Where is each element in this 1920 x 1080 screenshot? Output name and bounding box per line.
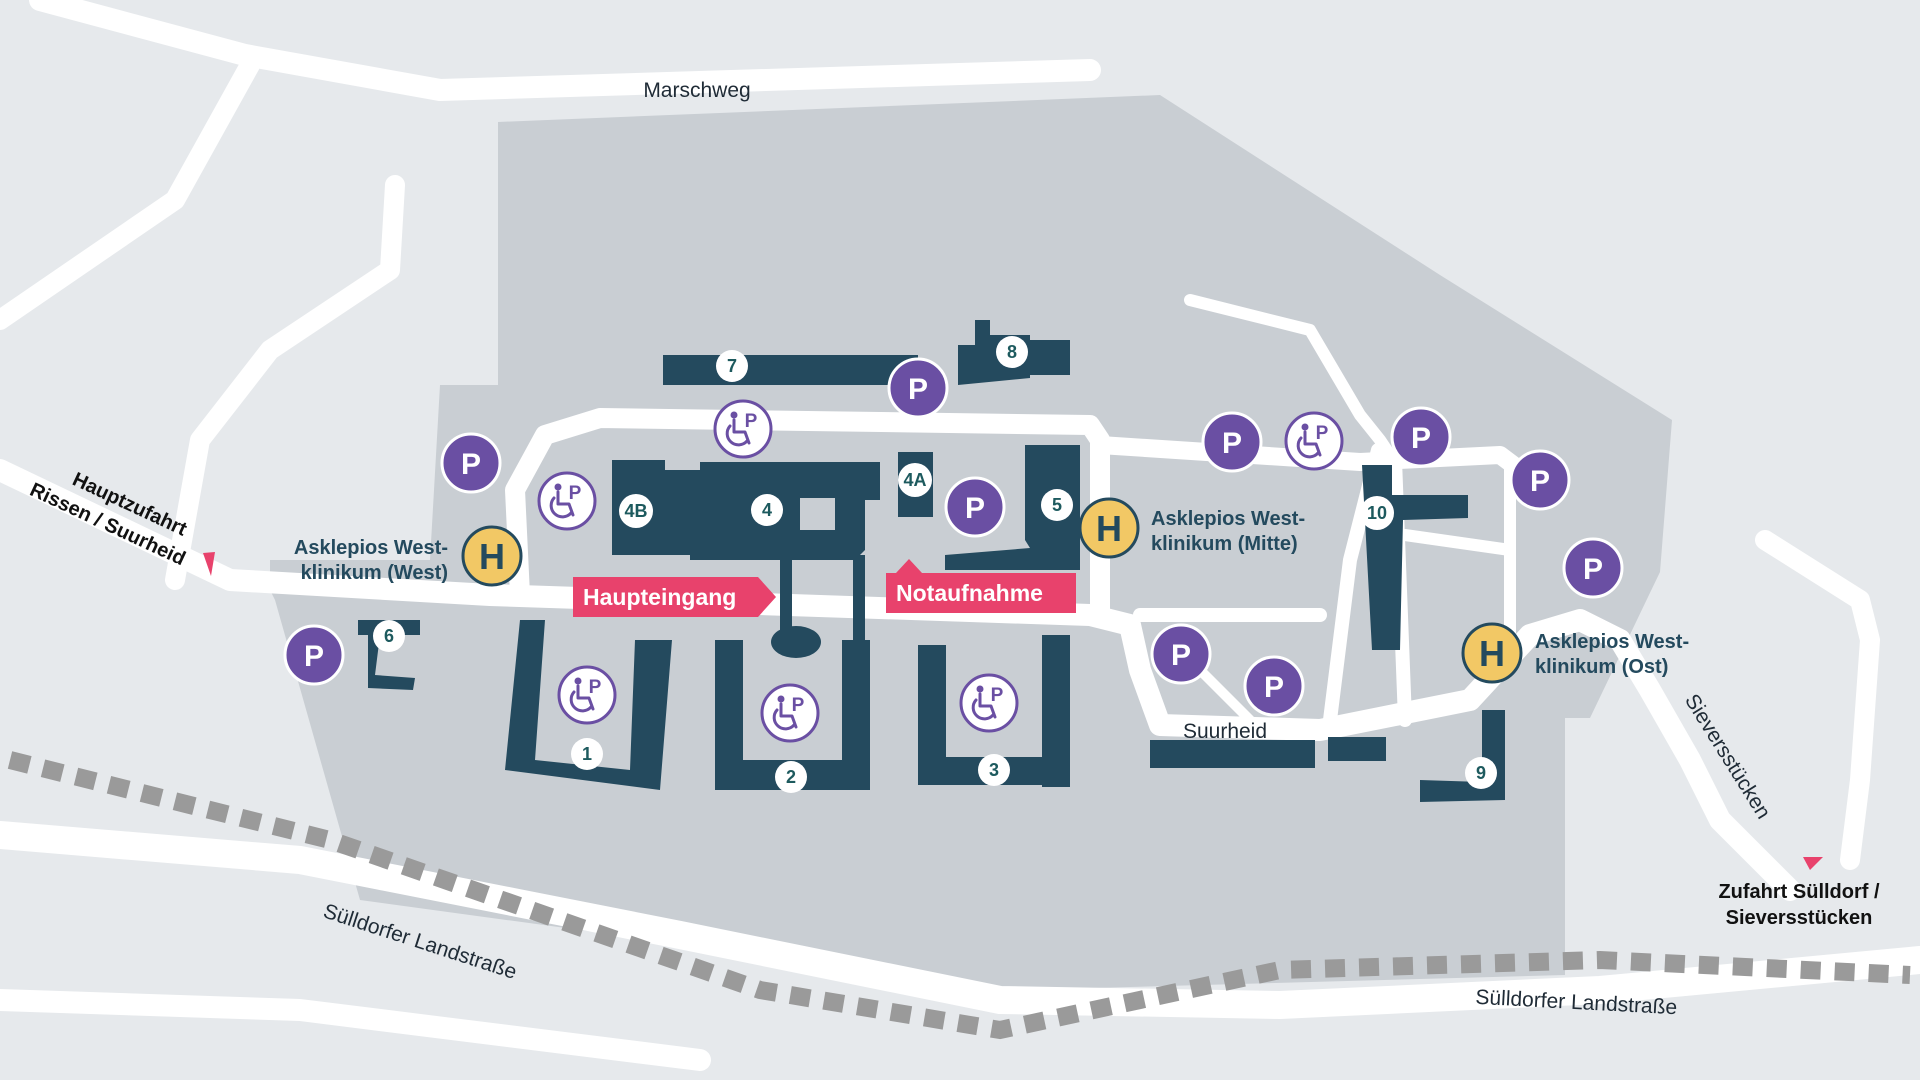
svg-text:H: H <box>1479 633 1505 674</box>
hospital-markers: H H H <box>461 497 1523 684</box>
parking-icon: P <box>440 432 502 494</box>
svg-text:4: 4 <box>762 500 772 520</box>
parking-icon: P <box>1390 406 1452 468</box>
hospital-marker-icon: H <box>1078 497 1140 559</box>
svg-text:5: 5 <box>1052 495 1062 515</box>
hospital-mitte-label-line1: Asklepios West- <box>1151 508 1305 530</box>
building-4a-marker: 4A <box>898 463 932 497</box>
svg-text:3: 3 <box>989 760 999 780</box>
svg-text:P: P <box>1222 427 1242 460</box>
svg-text:P: P <box>1530 465 1550 498</box>
svg-text:6: 6 <box>384 626 394 646</box>
building-2-marker: 2 <box>775 761 807 793</box>
hospital-west-label-line2: klinikum (West) <box>301 562 448 584</box>
svg-text:10: 10 <box>1367 503 1387 523</box>
building-1-marker: 1 <box>571 738 603 770</box>
svg-text:2: 2 <box>786 767 796 787</box>
svg-text:4A: 4A <box>903 470 926 490</box>
sieversstuecken-road <box>1755 530 1880 870</box>
hospital-labels: Asklepios West- klinikum (West) Asklepio… <box>294 508 1689 678</box>
building-8-marker: 8 <box>996 336 1028 368</box>
svg-text:P: P <box>965 492 985 525</box>
building-9-marker: 9 <box>1465 757 1497 789</box>
svg-text:P: P <box>1171 639 1191 672</box>
building-7 <box>663 355 918 385</box>
svg-text:P: P <box>461 448 481 481</box>
marschweg-road <box>29 0 1101 101</box>
parking-icon: P <box>283 624 345 686</box>
hospital-marker-icon: H <box>1461 622 1523 684</box>
access-arrow-icon <box>1803 857 1823 870</box>
accessible-parking-icon <box>1284 411 1344 471</box>
northwest-road <box>0 55 260 330</box>
accessible-parking-icon <box>760 683 820 743</box>
building-suurheid-south <box>1150 740 1315 768</box>
svg-text:1: 1 <box>582 744 592 764</box>
building-4-complex <box>612 460 880 560</box>
east-access-label-line2: Sieversstücken <box>1726 907 1873 929</box>
access-arrow-icon <box>203 552 215 576</box>
svg-text:P: P <box>1583 553 1603 586</box>
building-1 <box>505 620 672 790</box>
parking-icon: P <box>1201 411 1263 473</box>
building-4b-marker: 4B <box>619 494 653 528</box>
west-branch-road <box>165 175 405 590</box>
svg-text:7: 7 <box>727 356 737 376</box>
accessible-parking-icon <box>713 399 773 459</box>
building-4-gap <box>800 498 835 530</box>
east-north-road <box>1184 294 1396 461</box>
main-entrance-arrow-icon <box>758 577 776 617</box>
accessible-parking-icon <box>557 665 617 725</box>
parking-icon: P <box>1150 623 1212 685</box>
building-6-marker: 6 <box>373 620 405 652</box>
svg-text:9: 9 <box>1476 763 1486 783</box>
railway-track <box>7 751 1911 1040</box>
accessible-parking-icon <box>537 471 597 531</box>
landstrasse-road-upper <box>0 821 1920 1019</box>
svg-text:4B: 4B <box>624 501 647 521</box>
parking-icon: P <box>1562 537 1624 599</box>
building-3-marker: 3 <box>978 754 1010 786</box>
parking-icon: P <box>1243 655 1305 717</box>
accessible-parking-icon <box>959 673 1019 733</box>
svg-text:H: H <box>479 536 505 577</box>
svg-text:P: P <box>1264 671 1284 704</box>
hospital-marker-icon: H <box>461 525 523 587</box>
road-label-suurheid: Suurheid <box>1183 720 1267 743</box>
hospital-west-label-line1: Asklepios West- <box>294 537 448 559</box>
parking-icon: P <box>887 357 949 419</box>
svg-text:P: P <box>908 373 928 406</box>
svg-text:H: H <box>1096 508 1122 549</box>
parking-icon: P <box>944 476 1006 538</box>
svg-text:8: 8 <box>1007 342 1017 362</box>
parking-icon: P <box>1509 449 1571 511</box>
road-label-marschweg: Marschweg <box>643 79 750 102</box>
hospital-ost-label-line1: Asklepios West- <box>1535 631 1689 653</box>
svg-text:P: P <box>1411 422 1431 455</box>
building-5-marker: 5 <box>1041 489 1073 521</box>
main-entrance-label: Haupteingang <box>583 584 737 610</box>
svg-text:P: P <box>304 640 324 673</box>
landstrasse-road-lower <box>0 989 711 1071</box>
building-7-marker: 7 <box>716 350 748 382</box>
parking-markers: P P P P P P P P P P <box>283 357 1624 717</box>
building-markers: 7 8 4B 4 4A 5 6 1 2 3 10 9 <box>373 336 1497 793</box>
east-access-label-line1: Zufahrt Sülldorf / <box>1718 881 1880 903</box>
building-small-south <box>1328 737 1386 761</box>
main-entrance-tag[interactable]: Haupteingang <box>573 577 758 617</box>
building-pavilion <box>771 626 821 658</box>
building-4-marker: 4 <box>751 494 783 526</box>
emergency-arrow-icon <box>896 559 922 573</box>
emergency-tag[interactable]: Notaufnahme <box>886 573 1076 613</box>
emergency-label: Notaufnahme <box>896 580 1043 606</box>
hospital-mitte-label-line2: klinikum (Mitte) <box>1151 533 1298 555</box>
building-10-marker: 10 <box>1360 496 1394 530</box>
hospital-ost-label-line2: klinikum (Ost) <box>1535 656 1668 678</box>
campus-area <box>270 95 1672 990</box>
east-inner-road-3 <box>1399 529 1516 556</box>
connector-corridor-1 <box>780 555 792 645</box>
